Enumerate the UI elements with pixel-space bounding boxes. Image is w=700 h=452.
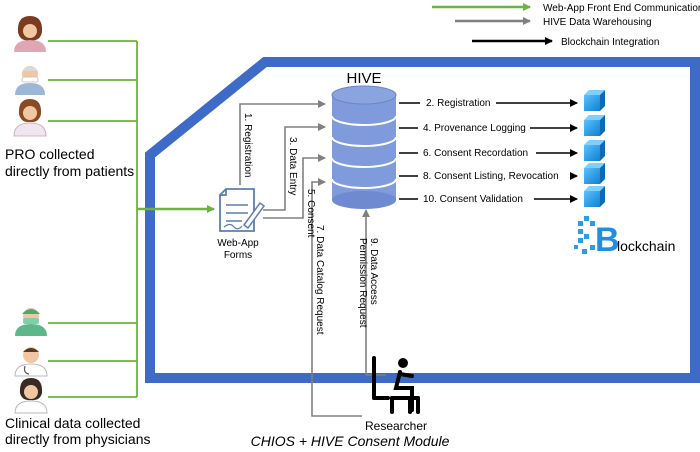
flow-10-label: 10. Consent Validation <box>423 194 523 205</box>
legend-blockchain-label: Blockchain Integration <box>561 37 659 48</box>
blockchain-cube <box>584 140 605 161</box>
physicians-caption-line1: Clinical data collected <box>5 415 140 431</box>
blockchain-cube <box>584 115 605 136</box>
webapp-label-line2: Forms <box>224 250 252 261</box>
flow-9-label-line2: Permission Request <box>357 238 368 328</box>
blockchain-cubes <box>584 90 605 207</box>
researcher-label: Researcher <box>365 419 427 433</box>
patients-caption-line1: PRO collected <box>5 146 94 162</box>
out-flow-labels: 2. Registration 4. Provenance Logging 6.… <box>418 96 570 205</box>
physician-icon-3 <box>14 378 48 414</box>
form-icon <box>219 188 266 232</box>
green-connectors <box>48 40 215 398</box>
legend-hive-label: HIVE Data Warehousing <box>543 17 652 28</box>
blockchain-cube <box>584 186 605 207</box>
physician-icon-1 <box>15 308 47 336</box>
flow-5-label: 5. Consent <box>305 189 316 238</box>
gray-connectors <box>239 100 386 417</box>
legend-webapp-label: Web-App Front End Communication <box>543 3 700 14</box>
patient-icon-3 <box>13 99 47 137</box>
blockchain-cube <box>584 163 605 184</box>
flow-9-label-line1: 9. Data Access <box>368 238 379 305</box>
hive-title: HIVE <box>346 70 381 87</box>
legend: Web-App Front End Communication HIVE Dat… <box>432 3 700 48</box>
blockchain-logo-b-icon <box>574 216 595 254</box>
blockchain-logo-letter: B <box>595 221 620 259</box>
patients-caption-line2: directly from patients <box>5 163 134 179</box>
module-frame <box>145 57 700 383</box>
flow-7-label: 7. Data Catalog Request <box>314 225 325 335</box>
flow-8-label: 8. Consent Listing, Revocation <box>423 171 559 182</box>
physicians-caption-line2: directly from physicians <box>5 431 151 447</box>
patient-icon-2 <box>15 66 45 95</box>
flow-1-label: 1. Registration <box>242 113 253 177</box>
flow-3-label: 3. Data Entry <box>287 137 298 195</box>
physician-icon-2 <box>14 347 48 377</box>
blockchain-logo-text: lockchain <box>617 238 675 254</box>
blockchain-logo: B lockchain <box>574 216 675 259</box>
flow-6-label: 6. Consent Recordation <box>423 148 528 159</box>
blockchain-cube <box>584 90 605 111</box>
webapp-label-line1: Web-App <box>217 238 259 249</box>
hive-database-icon <box>331 85 397 209</box>
flow-2-label: 2. Registration <box>426 98 490 109</box>
researcher-icon <box>372 356 420 414</box>
patient-icon-1 <box>14 16 46 52</box>
module-title: CHIOS + HIVE Consent Module <box>251 433 450 449</box>
flow-4-label: 4. Provenance Logging <box>423 123 526 134</box>
